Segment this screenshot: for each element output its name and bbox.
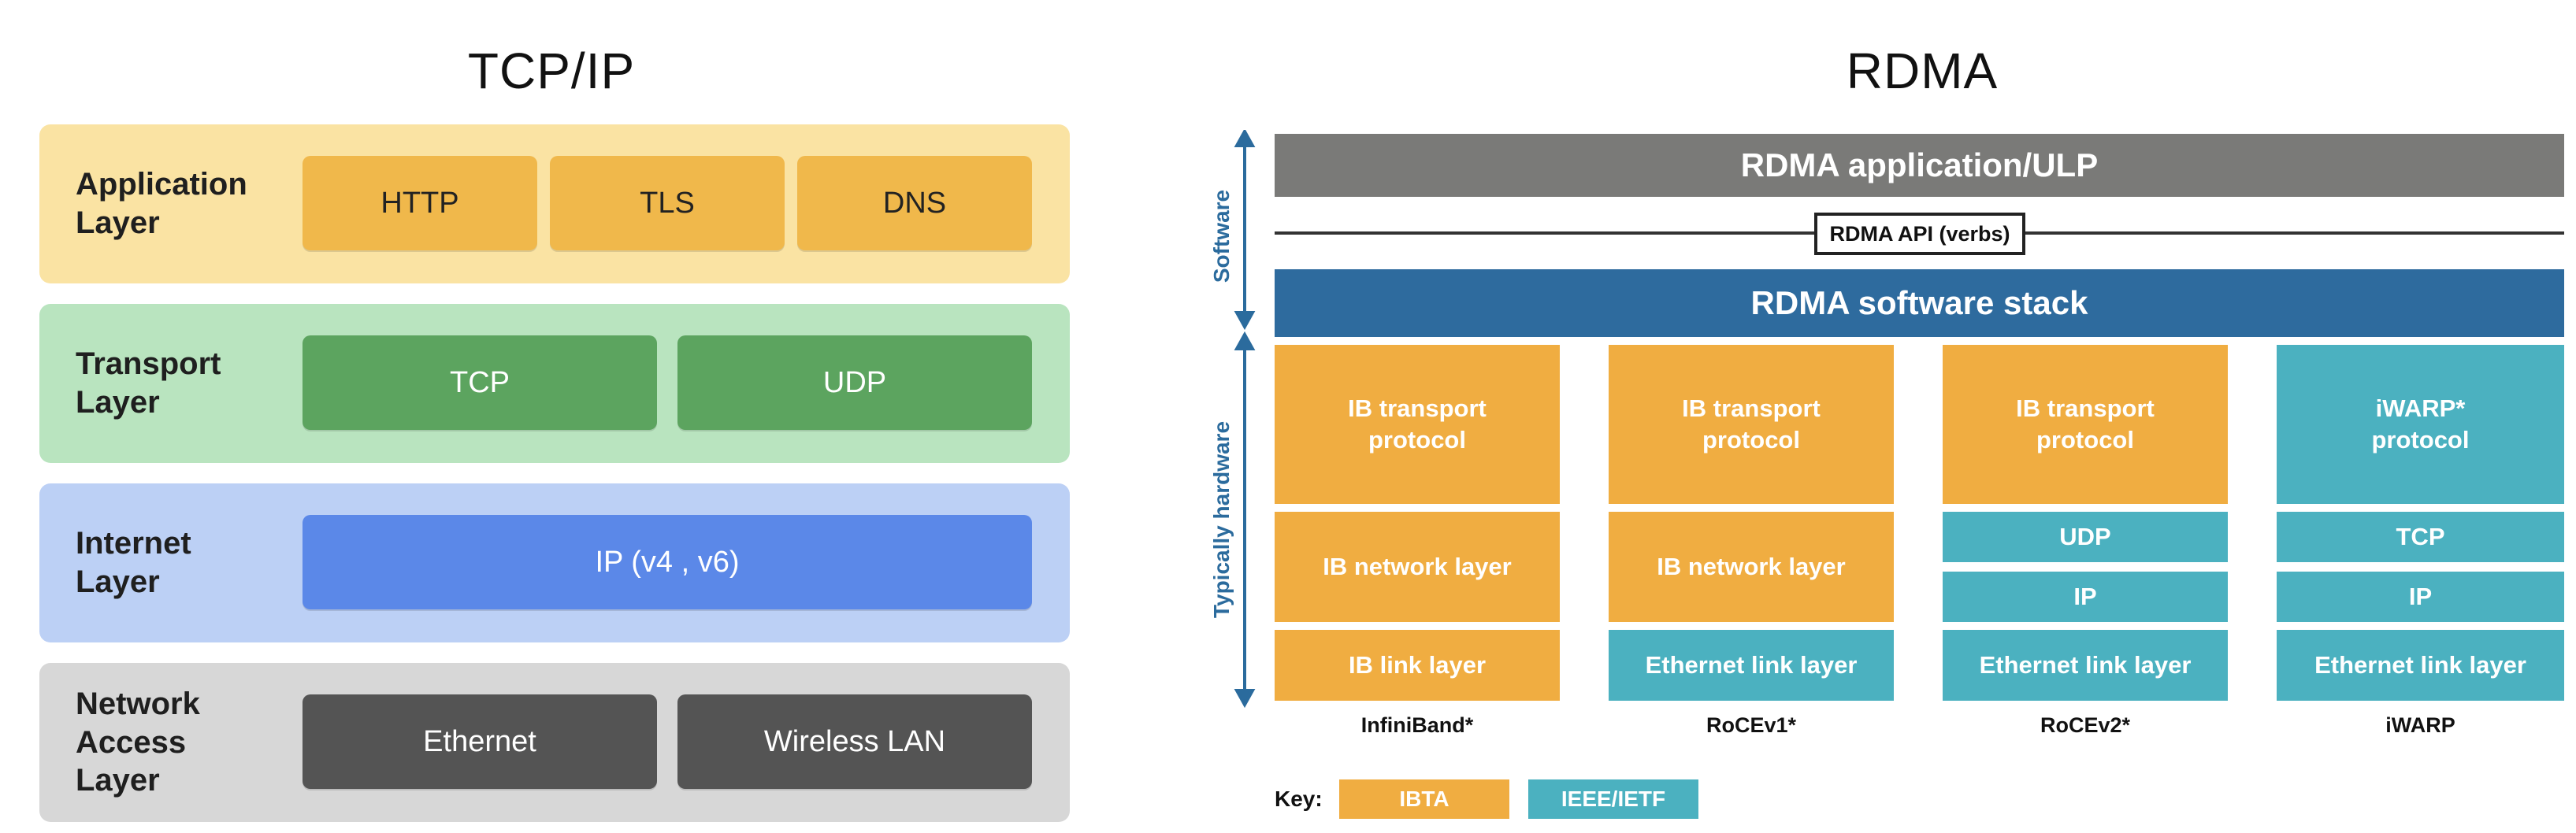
infiniband-transport-box: IB transport protocol xyxy=(1275,345,1560,504)
wireless-lan-box: Wireless LAN xyxy=(677,694,1032,789)
iwarp-transport-box: iWARP* protocol xyxy=(2277,345,2564,504)
infiniband-label: InfiniBand* xyxy=(1360,713,1474,737)
rocev2-udp-box: UDP xyxy=(1943,512,2228,562)
software-label: Software xyxy=(1209,189,1234,283)
rocev2-label: RoCEv2* xyxy=(2040,713,2131,737)
infiniband-link-box: IB link layer xyxy=(1275,630,1560,701)
ethernet-box: Ethernet xyxy=(303,694,657,789)
rdma-api-box: RDMA API (verbs) xyxy=(1814,213,2025,255)
transport-layer-label: Transport Layer xyxy=(76,346,221,420)
internet-layer-label: Internet Layer xyxy=(76,526,191,599)
software-hardware-arrows xyxy=(1234,130,1256,709)
application-layer: Application Layer HTTP TLS DNS xyxy=(39,124,1070,283)
key-ibta-swatch: IBTA xyxy=(1339,779,1509,819)
infiniband-network-box: IB network layer xyxy=(1275,512,1560,622)
network-access-layer-label: Network Access Layer xyxy=(76,686,200,798)
tcp-box: TCP xyxy=(303,335,657,430)
application-layer-label: Application Layer xyxy=(76,167,247,240)
network-access-layer: Network Access Layer Ethernet Wireless L… xyxy=(39,663,1070,822)
software-arrow-down-head xyxy=(1234,311,1256,331)
iwarp-link-box: Ethernet link layer xyxy=(2277,630,2564,701)
iwarp-tcp-box: TCP xyxy=(2277,512,2564,562)
rdma-application-bar: RDMA application/ULP xyxy=(1275,134,2564,197)
ip-box: IP (v4 , v6) xyxy=(303,515,1032,609)
iwarp-ip-box: IP xyxy=(2277,572,2564,622)
rocev1-network-box: IB network layer xyxy=(1609,512,1894,622)
rocev1-transport-box: IB transport protocol xyxy=(1609,345,1894,504)
hardware-label: Typically hardware xyxy=(1209,420,1234,619)
key-label: Key: xyxy=(1275,787,1323,811)
rocev1-label: RoCEv1* xyxy=(1706,713,1797,737)
hardware-arrow-down-head xyxy=(1234,689,1256,709)
internet-layer: Internet Layer IP (v4 , v6) xyxy=(39,483,1070,642)
iwarp-label: iWARP xyxy=(2385,713,2455,737)
hardware-arrow-up-head xyxy=(1234,331,1256,350)
http-box: HTTP xyxy=(303,156,537,250)
rocev2-transport-box: IB transport protocol xyxy=(1943,345,2228,504)
rdma-title: RDMA xyxy=(1846,43,1999,99)
tls-box: TLS xyxy=(550,156,785,250)
software-arrow-up-head xyxy=(1234,130,1256,147)
rocev2-ip-box: IP xyxy=(1943,572,2228,622)
rdma-software-stack-bar: RDMA software stack xyxy=(1275,269,2564,337)
udp-box: UDP xyxy=(677,335,1032,430)
dns-box: DNS xyxy=(797,156,1032,250)
tcpip-title: TCP/IP xyxy=(467,43,636,99)
key-ieee-ietf-swatch: IEEE/IETF xyxy=(1528,779,1698,819)
transport-layer: Transport Layer TCP UDP xyxy=(39,304,1070,463)
rocev2-link-box: Ethernet link layer xyxy=(1943,630,2228,701)
rocev1-link-box: Ethernet link layer xyxy=(1609,630,1894,701)
